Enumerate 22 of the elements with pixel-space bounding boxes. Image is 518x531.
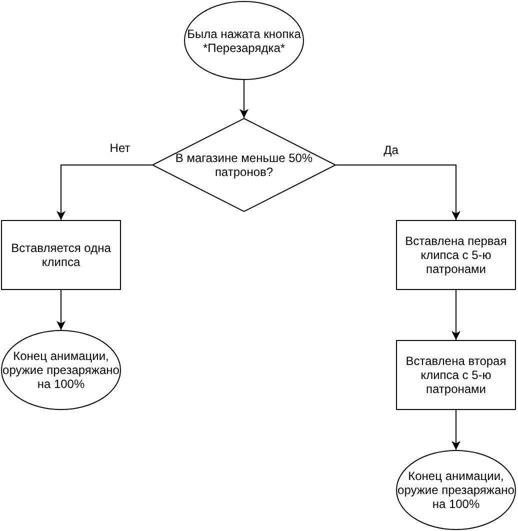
node-label: Вставлена первая клипса с 5-ю патронами bbox=[404, 234, 508, 276]
terminal-ellipse bbox=[184, 1, 304, 80]
arrow bbox=[56, 164, 152, 220]
arrow bbox=[240, 80, 248, 118]
node-label: Вставлена вторая клипса с 5-ю патронами bbox=[404, 354, 508, 396]
node-label: Конец анимации, оружие презаряжано на 100% bbox=[2, 349, 120, 391]
arrow bbox=[336, 164, 460, 220]
node-label: Конец анимации, оружие презаряжано на 100% bbox=[396, 469, 516, 511]
arrow bbox=[452, 290, 460, 340]
node-label: Была нажата кнопка *Перезарядка* bbox=[186, 26, 302, 54]
terminal-ellipse bbox=[1, 330, 121, 410]
process-box bbox=[1, 220, 121, 290]
process-box bbox=[396, 220, 516, 290]
arrow bbox=[56, 290, 66, 330]
edge-label: Нет bbox=[108, 141, 132, 155]
arrow bbox=[452, 410, 460, 450]
terminal-ellipse bbox=[396, 450, 516, 530]
decision-diamond bbox=[152, 118, 336, 212]
process-box bbox=[396, 340, 516, 410]
node-label: В магазине меньше 50% патронов? bbox=[174, 151, 314, 179]
node-label: Вставляется одна клипса bbox=[10, 241, 112, 269]
edge-label: Да bbox=[382, 143, 400, 157]
